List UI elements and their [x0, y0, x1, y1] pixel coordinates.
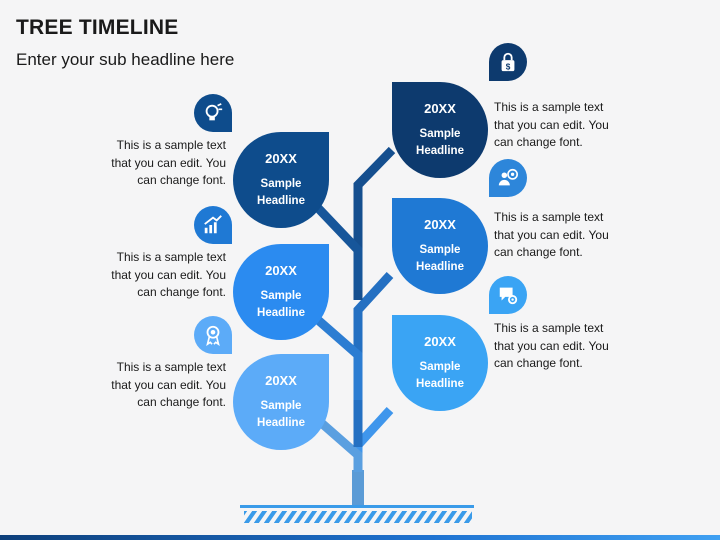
svg-text:$: $ [506, 62, 511, 71]
leaf-description: This is a sample text that you can edit.… [494, 100, 609, 149]
leaf-description: This is a sample text that you can edit.… [494, 210, 609, 259]
leaf-description: This is a sample text that you can edit.… [111, 250, 226, 299]
leaf-headline: Sample Headline [416, 127, 464, 157]
leaf-headline: Sample Headline [257, 177, 305, 207]
idea-bulb-icon [194, 94, 232, 132]
leaf-headline: Sample Headline [416, 243, 464, 273]
leaf-year: 20XX [424, 100, 456, 116]
award-badge-icon [194, 316, 232, 354]
timeline-leaf-left-1: 20XX Sample Headline [233, 132, 329, 228]
growth-chart-icon [194, 206, 232, 244]
bottom-accent-bar [0, 535, 720, 540]
leaf-year: 20XX [265, 372, 297, 388]
leaf-year: 20XX [424, 216, 456, 232]
leaf-headline: Sample Headline [257, 399, 305, 429]
leaf-description: This is a sample text that you can edit.… [494, 321, 609, 370]
leaf-headline: Sample Headline [257, 289, 305, 319]
page-subtitle: Enter your sub headline here [16, 50, 235, 69]
leaf-headline: Sample Headline [416, 360, 464, 390]
target-person-icon [489, 159, 527, 197]
dollar-lock-icon: $ [489, 43, 527, 81]
timeline-leaf-right-1: 20XX Sample Headline [392, 82, 488, 178]
leaf-year: 20XX [265, 262, 297, 278]
leaf-year: 20XX [424, 333, 456, 349]
timeline-leaf-right-2: 20XX Sample Headline [392, 198, 488, 294]
leaf-year: 20XX [265, 150, 297, 166]
leaf-description: This is a sample text that you can edit.… [111, 360, 226, 409]
timeline-leaf-left-3: 20XX Sample Headline [233, 354, 329, 450]
timeline-leaf-left-2: 20XX Sample Headline [233, 244, 329, 340]
leaf-description: This is a sample text that you can edit.… [111, 138, 226, 187]
timeline-leaf-right-3: 20XX Sample Headline [392, 315, 488, 411]
page-title: TREE TIMELINE [16, 16, 179, 39]
chat-gear-icon [489, 276, 527, 314]
